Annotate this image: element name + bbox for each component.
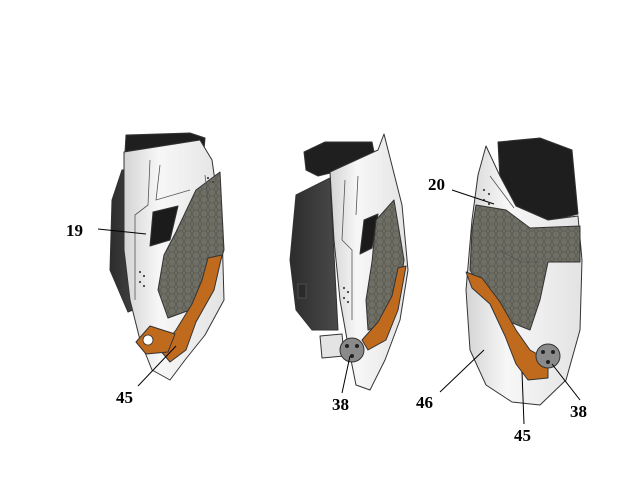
panel-lines — [489, 175, 540, 263]
part-left — [109, 132, 225, 381]
leader-38-middle — [341, 355, 351, 394]
orange-trim — [159, 254, 223, 363]
callout-46: 46 — [416, 393, 433, 412]
orange-trim — [465, 271, 549, 381]
connector-disc — [339, 337, 365, 363]
side-clip — [297, 283, 307, 299]
callout-45-left: 45 — [116, 388, 133, 407]
tab-hole — [142, 334, 154, 346]
part-middle — [289, 133, 409, 391]
vent-dots — [342, 286, 350, 304]
leader-19 — [97, 228, 147, 235]
panel-lines — [134, 159, 209, 300]
callout-38-middle: 38 — [332, 395, 349, 414]
dark-side-plate — [289, 177, 339, 331]
leader-46 — [439, 349, 485, 393]
callout-20: 20 — [428, 175, 445, 194]
callouts: 19 45 38 20 46 45 38 — [66, 175, 587, 445]
callout-38-right: 38 — [570, 402, 587, 421]
leader-20 — [451, 189, 495, 205]
callout-19: 19 — [66, 221, 83, 240]
black-insert — [149, 205, 179, 247]
orange-tab — [135, 325, 176, 355]
black-insert — [359, 213, 379, 255]
leader-45-right — [521, 371, 525, 425]
part-right — [465, 137, 583, 406]
leader-38-right — [551, 363, 581, 401]
leader-45-left — [137, 345, 177, 387]
vent-dots — [138, 176, 215, 288]
callout-45-right: 45 — [514, 426, 531, 445]
orange-trim — [361, 265, 407, 351]
panel-lines — [341, 175, 359, 320]
connector-disc — [535, 343, 561, 369]
